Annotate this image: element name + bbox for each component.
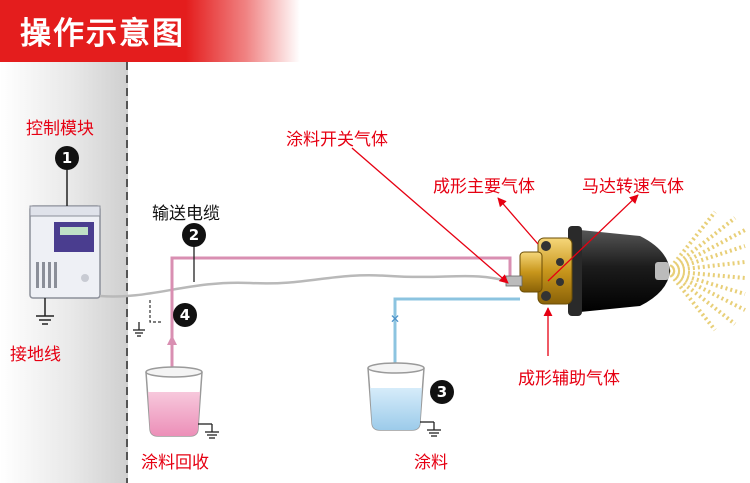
label-transmission-cable: 输送电缆: [152, 204, 220, 224]
label-paint: 涂料: [414, 453, 448, 473]
arrow-motor-speed-gas: [547, 194, 639, 282]
page-title: 操作示意图: [20, 16, 185, 52]
ground-symbol-left: [133, 322, 145, 337]
title-banner: 操作示意图: [0, 0, 300, 62]
label-control-module: 控制模块: [26, 119, 94, 139]
label-paint-recovery: 涂料回收: [141, 453, 209, 473]
marker-2: 2: [182, 223, 206, 247]
ground-symbol-paint: [420, 421, 441, 437]
ground-symbol-recovery: [198, 423, 219, 439]
control-module: [29, 205, 101, 299]
rotary-atomizer: [505, 226, 670, 316]
label-ground-wire: 接地线: [10, 345, 61, 365]
arrow-paint-switch-gas: [351, 147, 509, 284]
label-shaping-aux-gas: 成形辅助气体: [518, 369, 620, 389]
label-motor-speed-gas: 马达转速气体: [582, 177, 684, 197]
label-paint-switch-gas: 涂料开关气体: [286, 130, 388, 150]
marker-4: 4: [173, 303, 197, 327]
arrow-shaping-main-gas: [497, 197, 539, 245]
marker-1: 1: [55, 146, 79, 170]
paint-flow-marker: ✕: [390, 312, 400, 326]
label-shaping-main-gas: 成形主要气体: [433, 177, 535, 197]
spray-fan: [666, 210, 746, 332]
recovery-arrow: [167, 335, 177, 345]
callout-arrows: [351, 147, 639, 356]
marker-3: 3: [430, 380, 454, 404]
ground-symbol-small: [149, 300, 162, 323]
transmission-cable: [99, 274, 516, 298]
paint-beaker: [367, 362, 425, 431]
recovery-beaker: [145, 366, 203, 437]
ground-symbol-module: [36, 298, 54, 325]
